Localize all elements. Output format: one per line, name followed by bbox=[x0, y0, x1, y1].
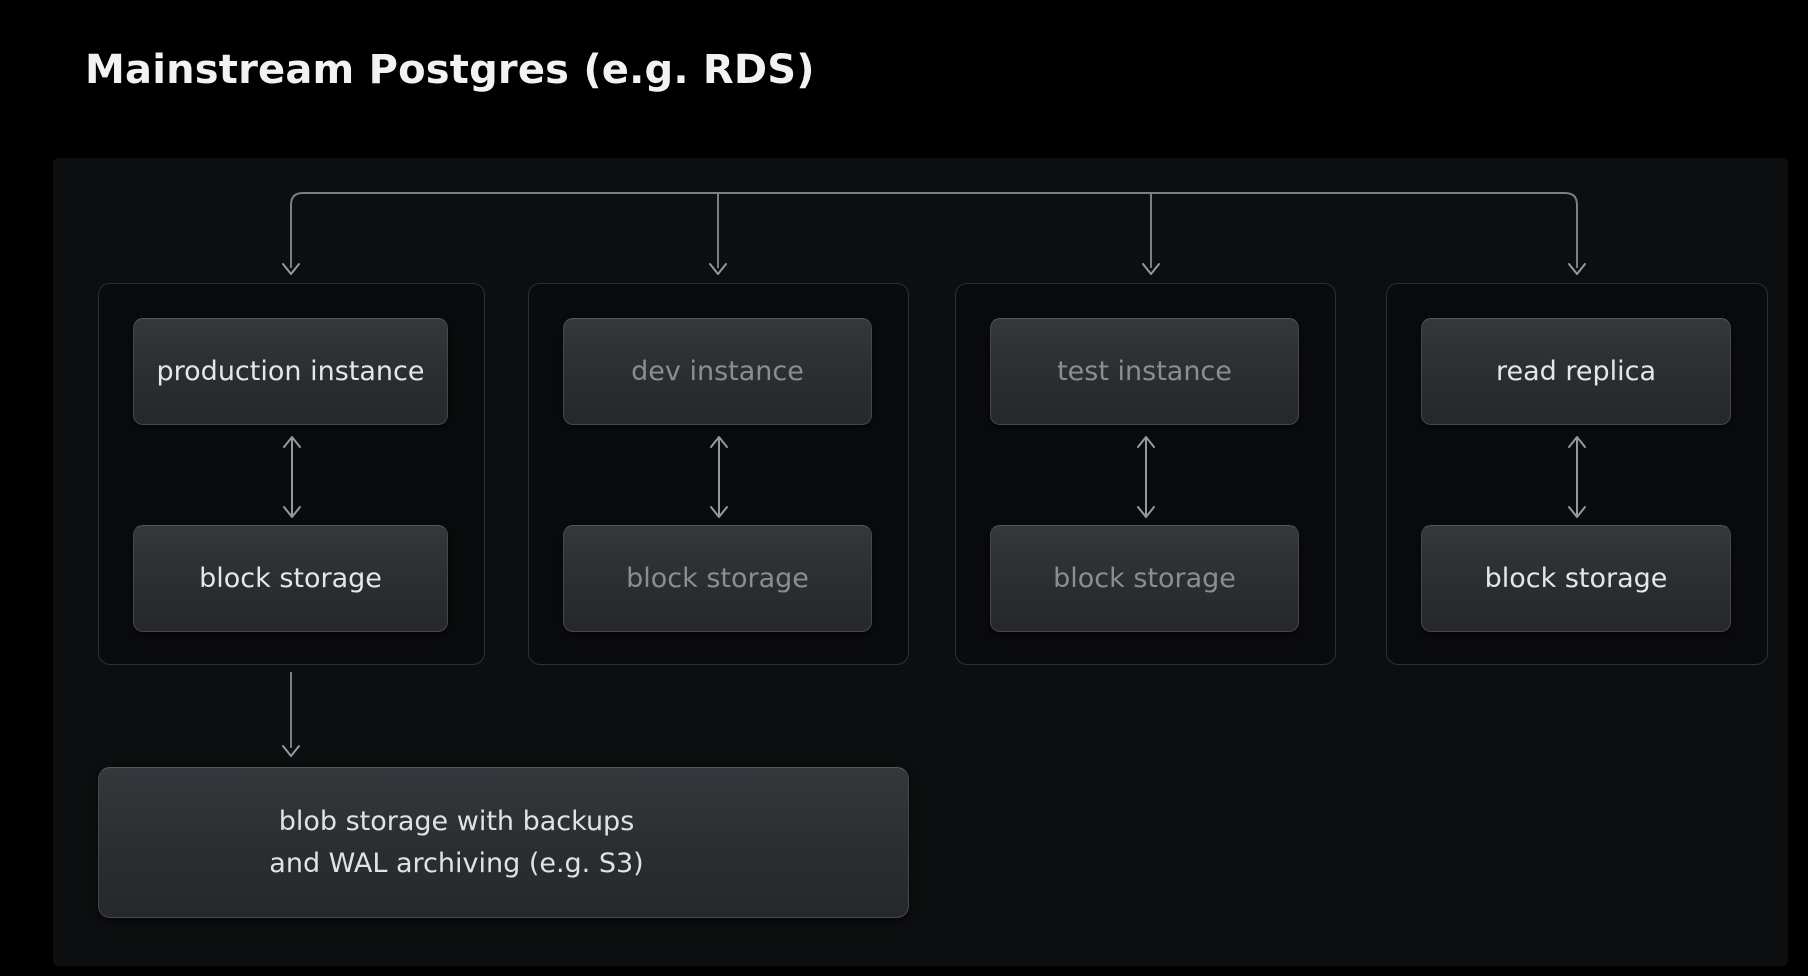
node-production-instance: production instance bbox=[133, 318, 448, 425]
node-block-storage: block storage bbox=[563, 525, 872, 632]
double-arrow-icon bbox=[282, 436, 301, 518]
blob-storage-line1: blob storage with backups bbox=[278, 805, 635, 837]
double-arrow-icon bbox=[709, 436, 728, 518]
node-label: read replica bbox=[1495, 356, 1657, 387]
node-block-storage: block storage bbox=[1421, 525, 1731, 632]
node-label: production instance bbox=[156, 356, 425, 387]
node-label: block storage bbox=[1484, 563, 1668, 594]
diagram-title: Mainstream Postgres (e.g. RDS) bbox=[85, 47, 815, 93]
node-label: test instance bbox=[1057, 356, 1232, 387]
node-block-storage: block storage bbox=[133, 525, 448, 632]
group-dev: dev instance block storage bbox=[528, 283, 909, 665]
double-arrow-icon bbox=[1136, 436, 1155, 518]
group-production: production instance block storage bbox=[98, 283, 485, 665]
group-test: test instance block storage bbox=[955, 283, 1336, 665]
blob-storage-line2: and WAL archiving (e.g. S3) bbox=[269, 847, 644, 879]
node-label: block storage bbox=[626, 563, 809, 594]
node-read-replica: read replica bbox=[1421, 318, 1731, 425]
node-dev-instance: dev instance bbox=[563, 318, 872, 425]
node-label: block storage bbox=[1053, 563, 1236, 594]
node-block-storage: block storage bbox=[990, 525, 1299, 632]
node-blob-storage: blob storage with backups and WAL archiv… bbox=[98, 767, 909, 918]
node-label: block storage bbox=[199, 563, 382, 594]
node-test-instance: test instance bbox=[990, 318, 1299, 425]
double-arrow-icon bbox=[1568, 436, 1586, 518]
node-label: dev instance bbox=[631, 356, 804, 387]
group-read-replica: read replica block storage bbox=[1386, 283, 1768, 665]
